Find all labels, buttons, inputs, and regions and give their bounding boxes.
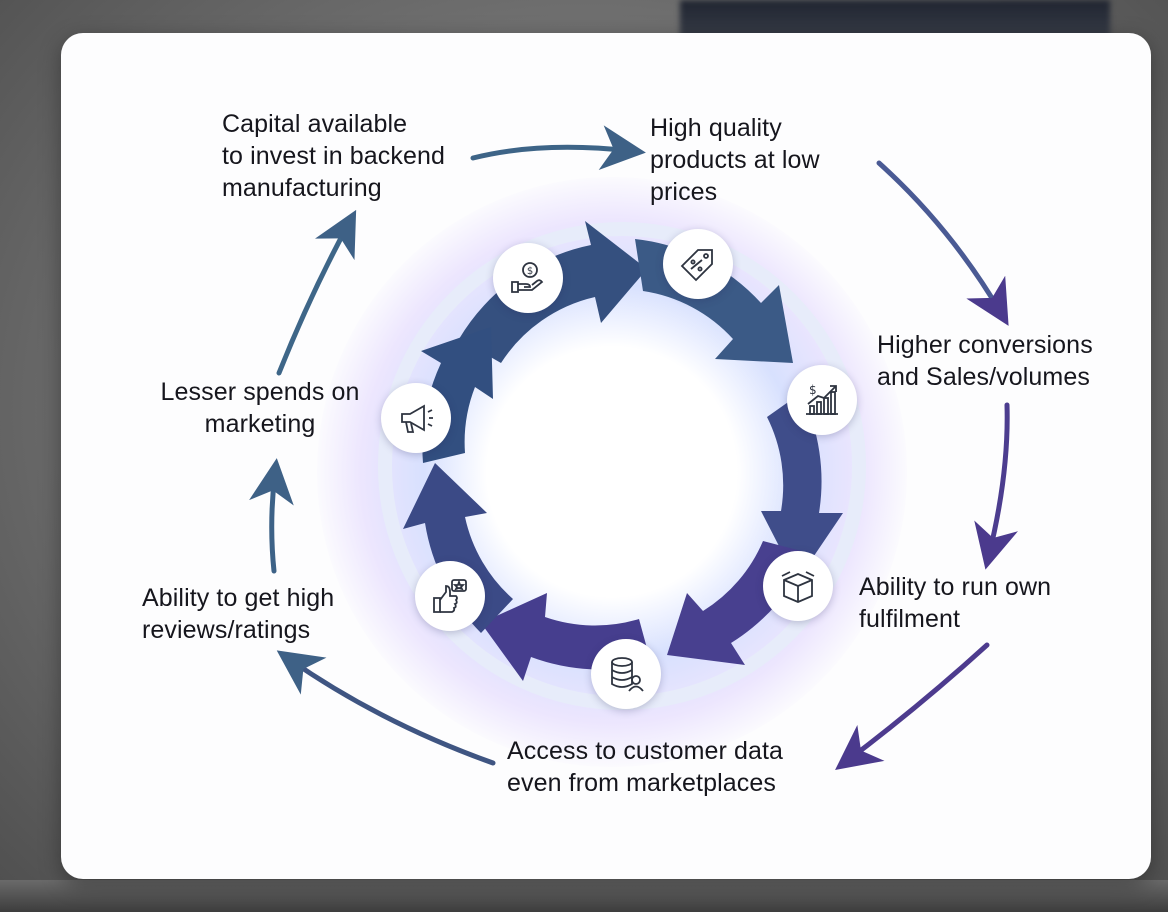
arrow-reviews-to-marketing (249, 458, 294, 574)
label-reviews: Ability to get high reviews/ratings (142, 584, 335, 644)
background-floor (0, 880, 1168, 912)
sales-growth-chart-icon: $ (787, 365, 857, 435)
box-icon (763, 551, 833, 621)
database-user-icon (591, 639, 661, 709)
label-fulfilment: Ability to run own fulfilment (859, 573, 1052, 633)
label-customer-data: Access to customer data even from market… (507, 737, 784, 797)
label-quality: High quality products at low prices (650, 114, 820, 206)
label-marketing: Lesser spends on marketing (160, 378, 360, 438)
arrow-conversions-to-fulfilment (974, 402, 1018, 570)
label-capital: Capital available to invest in backend m… (222, 110, 445, 202)
svg-text:$: $ (809, 383, 817, 397)
arrow-capital-to-quality (470, 125, 646, 171)
ring-arrow-6 (403, 463, 513, 633)
svg-text:$: $ (527, 266, 533, 277)
megaphone-icon (381, 383, 451, 453)
outer-arrows (249, 125, 1018, 771)
arrow-data-to-reviews (276, 650, 496, 766)
arrow-fulfilment-to-data (835, 642, 990, 771)
arrow-quality-to-conversions (876, 160, 1009, 326)
arrow-marketing-to-capital (276, 209, 357, 376)
label-conversions: Higher conversions and Sales/volumes (877, 331, 1093, 391)
price-tag-percent-icon (663, 229, 733, 299)
hand-dollar-icon: $ (493, 243, 563, 313)
ring-arrow-3 (761, 393, 843, 581)
diagram-card: $ $ (61, 33, 1151, 879)
thumbs-up-star-icon (415, 561, 485, 631)
